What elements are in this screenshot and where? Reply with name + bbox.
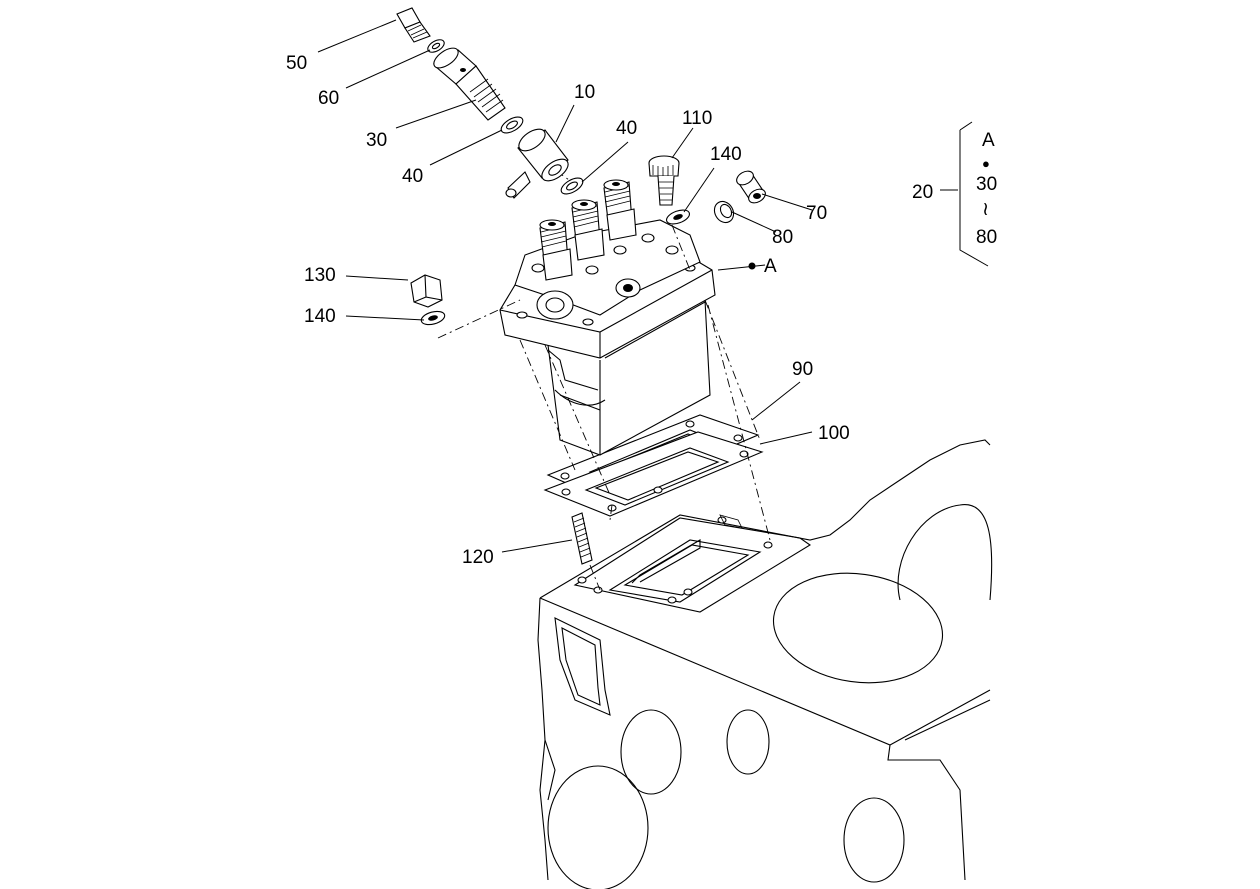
callout-40-lower: 40: [402, 166, 423, 187]
screw-110: [648, 155, 680, 206]
callout-labels: 50 60 30 40 10 40 110 140 70 80 A 130 14…: [286, 53, 933, 568]
plug-70: [736, 170, 766, 204]
ref-a-bullet: [748, 262, 756, 270]
kit-note-tilde: ≀: [982, 199, 989, 220]
callout-80: 80: [772, 227, 793, 248]
callout-110: 110: [682, 108, 712, 129]
callout-30: 30: [366, 130, 387, 151]
callout-130: 130: [304, 265, 336, 286]
engine-block: [537, 439, 993, 889]
kit-note-to: 80: [976, 227, 997, 248]
callout-20: 20: [912, 182, 933, 203]
washer-140-right: [665, 209, 691, 225]
leader-lines: [317, 19, 989, 553]
washer-40-lower: [560, 177, 584, 195]
overflow-valve-30: [433, 47, 506, 121]
kit-note-bullet: ●: [982, 156, 990, 171]
callout-10: 10: [574, 82, 595, 103]
bolt-50: [396, 7, 431, 43]
callout-120: 120: [462, 547, 494, 568]
banjo-fitting-10: [505, 128, 569, 199]
callout-140-right: 140: [710, 144, 742, 165]
nut-130: [410, 274, 443, 308]
callout-140-left: 140: [304, 306, 336, 327]
callout-70: 70: [806, 203, 827, 224]
callout-ref-a: A: [764, 256, 777, 277]
callout-50: 50: [286, 53, 307, 74]
washer-40-upper: [500, 116, 524, 134]
callout-40-upper: 40: [616, 118, 637, 139]
washer-140-left: [420, 310, 446, 326]
washer-60: [427, 39, 445, 53]
callout-60: 60: [318, 88, 339, 109]
callout-90: 90: [792, 359, 813, 380]
stud-120: [571, 512, 593, 565]
injection-pump: [499, 179, 716, 456]
kit-note-from: 30: [976, 174, 997, 195]
callout-100: 100: [818, 423, 850, 444]
gasket-100: [543, 431, 764, 517]
kit-note-ref: A: [982, 130, 995, 151]
washer-80: [713, 200, 735, 224]
kit-note: A ● 30 ≀ 80: [976, 130, 997, 248]
